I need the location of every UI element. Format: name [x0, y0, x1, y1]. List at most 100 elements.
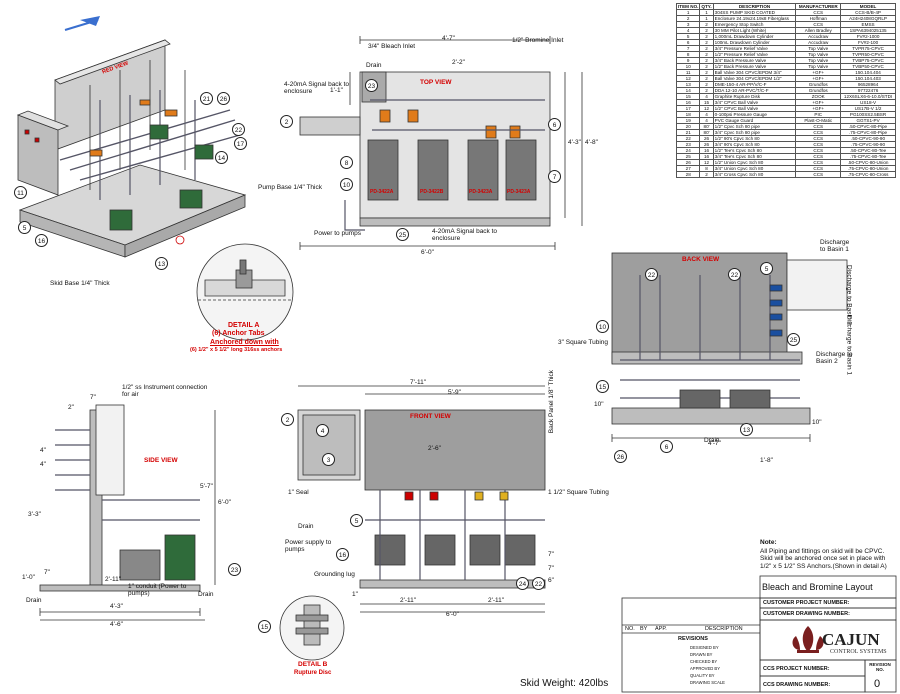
top-dim-d2: 4'-8" — [585, 139, 598, 146]
skid-weight: Skid Weight: 420lbs — [520, 678, 609, 689]
front-drain-label: Drain — [298, 523, 314, 530]
callout-25b: 25 — [787, 333, 800, 346]
back-view — [611, 252, 848, 442]
rev-col-app: APP. — [655, 626, 667, 632]
front-dim-w1: 7'-11" — [410, 379, 427, 386]
top-dim-small2: 2'-2" — [452, 59, 465, 66]
front-view — [297, 385, 546, 613]
power-supply-label: Power supply to pumps — [285, 539, 332, 553]
top-view — [299, 36, 583, 250]
side-dim-h4: 1'-0" — [22, 574, 35, 581]
detail-a-line2: Anchored down with — [210, 339, 279, 346]
front-dim-x3: 6" — [548, 577, 554, 584]
bom-cell: 2 — [699, 171, 714, 178]
callout-10: 10 — [340, 178, 353, 191]
bom-cell: 28 — [675, 171, 701, 178]
north-arrow — [64, 16, 100, 31]
callout-15b: 15 — [258, 620, 271, 633]
power-to-pumps-label: Power to pumps — [314, 230, 361, 237]
customer-project-number: CUSTOMER PROJECT NUMBER: — [763, 600, 850, 606]
callout-25: 25 — [396, 228, 409, 241]
pump-tag-4: PD-3423A — [507, 189, 531, 195]
sign-checked: CHECKED BY — [690, 659, 718, 664]
detail-a-line1: (6) Anchor Tabs — [212, 330, 265, 337]
side-dim-w2: 4'-6" — [110, 621, 123, 628]
callout-13b: 13 — [740, 423, 753, 436]
company-sub: CONTROL SYSTEMS — [830, 649, 887, 655]
bill-of-materials: ITEM NO. QTY. DESCRIPTION MANUFACTURER M… — [675, 3, 896, 178]
pump-tag-2: PD-3422B — [420, 189, 444, 195]
front-dim-d2: 2'-11" — [488, 597, 505, 604]
callout-11: 11 — [14, 186, 27, 199]
detail-a-title: DETAIL A — [228, 322, 260, 329]
bom-header-manufacturer: MANUFACTURER — [795, 3, 842, 10]
back-drain-label: Drain — [704, 437, 720, 444]
side-dim-b: 7" — [90, 394, 96, 401]
detail-a-line3: (6) 1/2" x 5 1/2" long 316ss anchors — [190, 347, 283, 353]
bom-header-item: ITEM NO. — [675, 3, 701, 10]
bom-cell: Enclosure 24.19x24.19x8 Fiberglass — [712, 15, 797, 22]
callout-13: 13 — [155, 257, 168, 270]
note-body: All Piping and fittings on skid will be … — [760, 548, 887, 570]
callout-26b: 26 — [614, 450, 627, 463]
callout-8: 8 — [340, 156, 353, 169]
side-dim-c: 4" — [40, 447, 46, 454]
bom-cell: 3/4" Cross Cpvc Sch 80 — [712, 171, 797, 178]
sign-designed: DESIGNED BY — [690, 645, 719, 650]
bom-cell: .50-CPVC-80-Union — [840, 159, 896, 166]
discharge-basin2-label: Discharge to Basin 2 — [845, 265, 853, 325]
front-dim-w2: 5'-9" — [448, 389, 461, 396]
side-drain-right: Drain — [198, 591, 214, 598]
pump-tag-1: PD-3422A — [370, 189, 394, 195]
square-tubing-back: 3" Square Tubing — [558, 339, 609, 346]
revision-value: 0 — [874, 678, 881, 690]
pump-base-label: Pump Base 1/4" Thick — [258, 184, 322, 191]
callout-10b: 10 — [596, 320, 609, 333]
detail-b-title: DETAIL B — [298, 661, 328, 668]
ccs-project-number: CCS PROJECT NUMBER: — [763, 666, 830, 672]
rev-col-by: BY — [640, 626, 648, 632]
callout-5: 5 — [18, 221, 31, 234]
callout-22c: 22 — [728, 268, 741, 281]
fleur-de-lis-logo — [792, 626, 824, 653]
bom-header-qty: QTY. — [699, 3, 714, 10]
top-dim-d: 4'-3" — [568, 139, 581, 146]
side-dim-a: 2" — [68, 404, 74, 411]
callout-2b: 2 — [281, 413, 294, 426]
callout-3: 3 — [322, 453, 335, 466]
square-tubing-front: 1 1/2" Square Tubing — [548, 489, 609, 496]
top-drain-label: Drain — [366, 62, 382, 69]
front-dim-x1: 7" — [548, 551, 554, 558]
instrument-conn-label: 1/2" ss Instrument connection for air — [122, 384, 208, 398]
back-dim-h1: 1'-8" — [760, 457, 773, 464]
isometric-view — [16, 39, 247, 258]
title-block-frame — [621, 575, 897, 693]
callout-22b: 22 — [645, 268, 658, 281]
top-dim-base-w: 6'-0" — [421, 249, 434, 256]
callout-14: 14 — [215, 151, 228, 164]
top-view-title: TOP VIEW — [420, 79, 452, 86]
callout-22d: 22 — [532, 577, 545, 590]
sign-quality: QUALITY BY — [690, 673, 715, 678]
callout-21: 21 — [200, 92, 213, 105]
back-view-title: BACK VIEW — [682, 256, 720, 263]
customer-drawing-number: CUSTOMER DRAWING NUMBER: — [763, 611, 850, 617]
callout-15: 15 — [596, 380, 609, 393]
grounding-lug-label: Grounding lug — [314, 571, 355, 578]
detail-a-view — [196, 243, 294, 341]
callout-23b: 23 — [228, 563, 241, 576]
company-name: CAJUN — [822, 630, 880, 649]
front-dim-h1: 2'-6" — [428, 445, 441, 452]
bom-cell: .75-CPVC-80-Union — [840, 165, 896, 172]
conduit-label: 1" conduit (Power to pumps) — [128, 583, 187, 597]
bleach-inlet-label: 3/4" Bleach Inlet — [368, 43, 416, 50]
callout-4: 4 — [316, 424, 329, 437]
discharge-basin1-label: Discharge to Basin 1 — [820, 239, 850, 253]
callout-16b: 16 — [336, 548, 349, 561]
discharge-basin2b-label: Discharge to Basin 2 — [816, 351, 853, 365]
front-dim-y1: 1" — [352, 591, 358, 598]
